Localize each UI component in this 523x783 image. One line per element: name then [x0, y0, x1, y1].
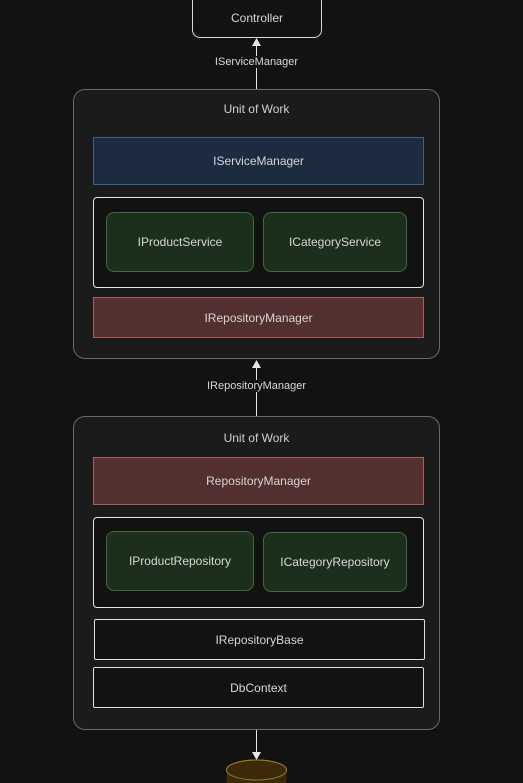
product-repository-node: IProductRepository	[106, 531, 254, 591]
service-repository-manager-node: IRepositoryManager	[93, 297, 424, 338]
service-unit-of-work-title: Unit of Work	[223, 102, 290, 116]
arrow-head-up-service	[252, 360, 261, 368]
database-cylinder	[226, 759, 287, 783]
edge-label-repository-manager: IRepositoryManager	[204, 380, 309, 392]
repository-base-node: IRepositoryBase	[94, 619, 425, 660]
service-manager-node: IServiceManager	[93, 137, 424, 185]
category-service-node: ICategoryService	[263, 212, 407, 272]
arrow-head-down-database	[252, 752, 261, 760]
controller-label: Controller	[230, 10, 284, 25]
edge-label-service-manager: IServiceManager	[212, 56, 301, 68]
repository-manager-node: RepositoryManager	[93, 457, 424, 505]
product-service-node: IProductService	[106, 212, 254, 272]
category-repository-node: ICategoryRepository	[263, 532, 407, 592]
repository-unit-of-work-title: Unit of Work	[223, 431, 290, 445]
controller-node: Controller	[192, 0, 322, 38]
arrow-head-up-controller	[252, 38, 261, 46]
db-context-node: DbContext	[93, 667, 424, 708]
